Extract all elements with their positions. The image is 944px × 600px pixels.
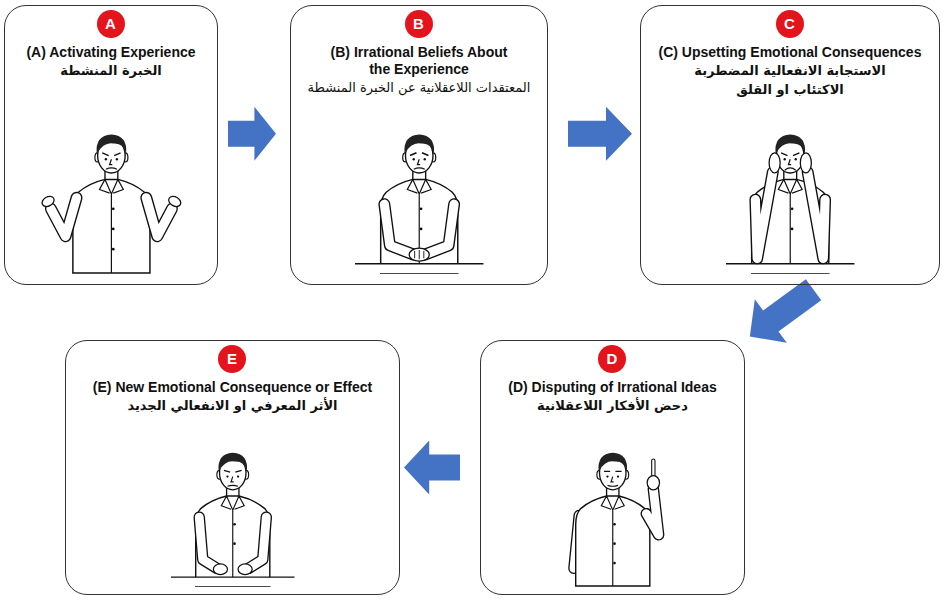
step-badge: A — [97, 10, 125, 38]
step-badge: D — [598, 345, 626, 373]
flow-arrow — [750, 279, 821, 343]
figure-body — [40, 134, 182, 273]
step-badge: C — [776, 10, 804, 38]
figure-body — [171, 453, 295, 586]
step-arabic-title: الخبرة المنشطة — [11, 62, 211, 80]
figure-body — [574, 453, 660, 586]
flow-arrow — [568, 107, 632, 161]
man-pointing-up — [551, 436, 675, 586]
step-title: (E) New Emotional Consequence or Effect — [72, 379, 393, 396]
step-title: (B) Irrational Beliefs About the Experie… — [324, 44, 514, 78]
figure-body — [355, 134, 483, 273]
man-seated-calm — [171, 436, 295, 586]
step-box: E (E) New Emotional Consequence or Effect… — [65, 340, 400, 595]
step-box: B (B) Irrational Beliefs About the Experi… — [290, 5, 548, 285]
man-shrugging — [38, 117, 185, 273]
step-box: D (D) Disputing of Irrational Ideasدحض ال… — [480, 340, 745, 595]
step-letter: E — [218, 345, 246, 373]
step-arabic-title: الاستجابة الانفعالية المضطربة — [647, 62, 933, 80]
step-title: (A) Activating Experience — [11, 44, 211, 61]
step-badge: E — [218, 345, 246, 373]
step-arabic-title: الاكتئاب او القلق — [647, 81, 933, 99]
step-arabic-title: الأثر المعرفي او الانفعالي الجديد — [72, 397, 393, 415]
step-arabic-title: دحض الأفكار اللاعقلانية — [487, 397, 738, 415]
step-letter: C — [776, 10, 804, 38]
step-box: A (A) Activating Experienceالخبرة المنشطة — [4, 5, 218, 285]
step-letter: A — [97, 10, 125, 38]
step-box: C(C) Upsetting Emotional Consequencesالا… — [640, 5, 940, 285]
step-arabic-title: المعتقدات اللاعقلانية عن الخبرة المنشطة — [297, 79, 541, 97]
man-head-in-hands — [726, 117, 854, 273]
flow-arrow — [228, 107, 276, 161]
man-seated-frowning — [355, 117, 483, 273]
step-badge: B — [405, 10, 433, 38]
step-letter: B — [405, 10, 433, 38]
step-letter: D — [598, 345, 626, 373]
flow-arrow — [404, 441, 460, 495]
step-title: (D) Disputing of Irrational Ideas — [487, 379, 738, 396]
step-title: (C) Upsetting Emotional Consequences — [647, 44, 933, 61]
figure-body — [726, 134, 854, 273]
